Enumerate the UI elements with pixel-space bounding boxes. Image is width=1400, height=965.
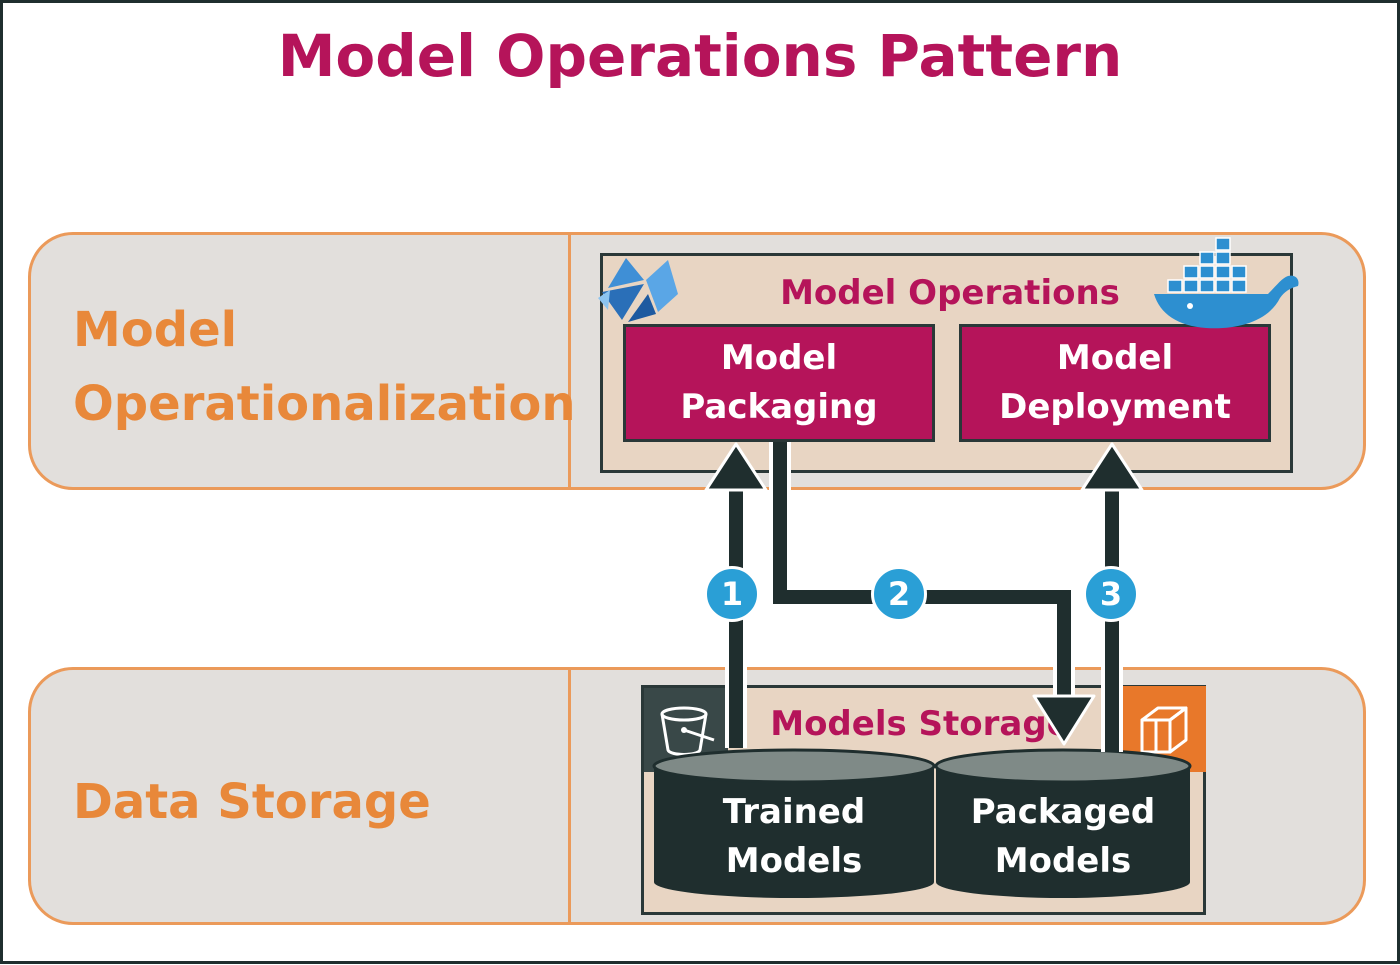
packaged-models-db: Packaged Models bbox=[934, 748, 1218, 900]
layer-divider bbox=[568, 235, 571, 487]
packaged-models-line2: Models bbox=[994, 841, 1132, 882]
layer-label-line2: Operationalization bbox=[73, 376, 576, 433]
packaged-models-label: Packaged Models bbox=[934, 788, 1192, 887]
step-2-badge: 2 bbox=[871, 566, 927, 622]
model-operationalization-label: Model Operationalization bbox=[73, 293, 576, 442]
model-deployment-box: Model Deployment bbox=[959, 324, 1271, 442]
step-1-badge: 1 bbox=[704, 566, 760, 622]
model-packaging-box: Model Packaging bbox=[623, 324, 935, 442]
diagram-title: Model Operations Pattern bbox=[277, 22, 1123, 90]
layer-label-line1: Model bbox=[73, 302, 238, 358]
database-cylinder-icon bbox=[652, 748, 936, 898]
layer-divider bbox=[568, 670, 571, 922]
model-operations-title: Model Operations bbox=[780, 273, 1120, 313]
packaged-models-line1: Packaged bbox=[970, 792, 1156, 832]
trained-models-db: Trained Models bbox=[652, 748, 936, 900]
models-storage-title: Models Storage bbox=[770, 704, 1070, 744]
kubeflow-icon bbox=[598, 258, 678, 322]
step-3-badge: 3 bbox=[1083, 566, 1139, 622]
model-deployment-line1: Model bbox=[1056, 337, 1174, 378]
database-cylinder-icon bbox=[934, 748, 1192, 898]
data-storage-label: Data Storage bbox=[73, 774, 431, 830]
trained-models-line2: Models bbox=[725, 841, 863, 882]
model-packaging-line2: Packaging bbox=[680, 387, 878, 427]
model-deployment-line2: Deployment bbox=[999, 387, 1231, 427]
trained-models-label: Trained Models bbox=[652, 788, 936, 887]
trained-models-line1: Trained bbox=[722, 792, 866, 832]
arrow-2 bbox=[769, 442, 1096, 746]
docker-whale-icon bbox=[1154, 237, 1299, 329]
model-packaging-line1: Model bbox=[720, 337, 838, 378]
